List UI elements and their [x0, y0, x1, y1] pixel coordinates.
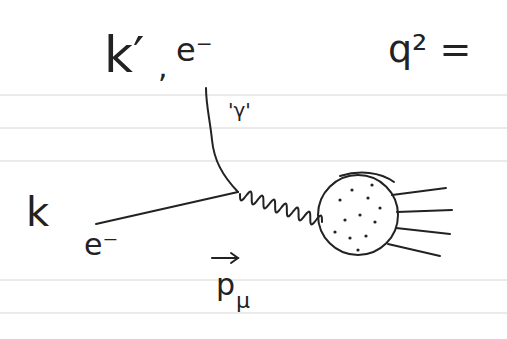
blob-dot: [366, 196, 369, 199]
blob-dot: [378, 206, 381, 209]
hadron-blob: [318, 175, 398, 255]
blob-rim: [340, 173, 394, 182]
equation-label: q² =: [388, 30, 471, 68]
ruled-line: [0, 128, 507, 129]
momentum-arrowhead: [231, 253, 238, 263]
momentum-label: k′: [104, 30, 144, 80]
momentum-label: p: [216, 270, 235, 300]
blob-dot: [370, 183, 373, 186]
blob-dot: [350, 188, 353, 191]
particle-label: e⁻: [84, 230, 118, 260]
ruled-lines: [0, 95, 507, 313]
momentum-label: k: [26, 192, 49, 232]
blob-dot: [338, 198, 341, 201]
blob-dot: [343, 218, 346, 221]
index-label: μ: [236, 290, 250, 312]
outgoing-hadron: [397, 210, 452, 212]
particle-label: 'γ': [228, 100, 251, 120]
blob-dot: [364, 234, 367, 237]
outgoing-hadron: [388, 244, 440, 256]
punctuation: ,: [158, 52, 168, 82]
blob-dot: [348, 236, 351, 239]
photon-line: [240, 192, 322, 225]
ruled-line: [0, 161, 507, 162]
incoming-electron: [96, 192, 238, 224]
ruled-line: [0, 95, 507, 96]
outgoing-hadron: [392, 188, 446, 195]
blob-dot: [358, 213, 361, 216]
momentum-arrow: [212, 257, 238, 259]
ruled-line: [0, 313, 507, 314]
particle-label: e⁻: [176, 34, 213, 66]
blob-dots: [333, 183, 381, 251]
blob-dot: [333, 230, 336, 233]
ruled-line: [0, 280, 507, 281]
blob-dot: [373, 220, 376, 223]
blob-dot: [356, 248, 359, 251]
outgoing-hadron: [396, 228, 450, 234]
